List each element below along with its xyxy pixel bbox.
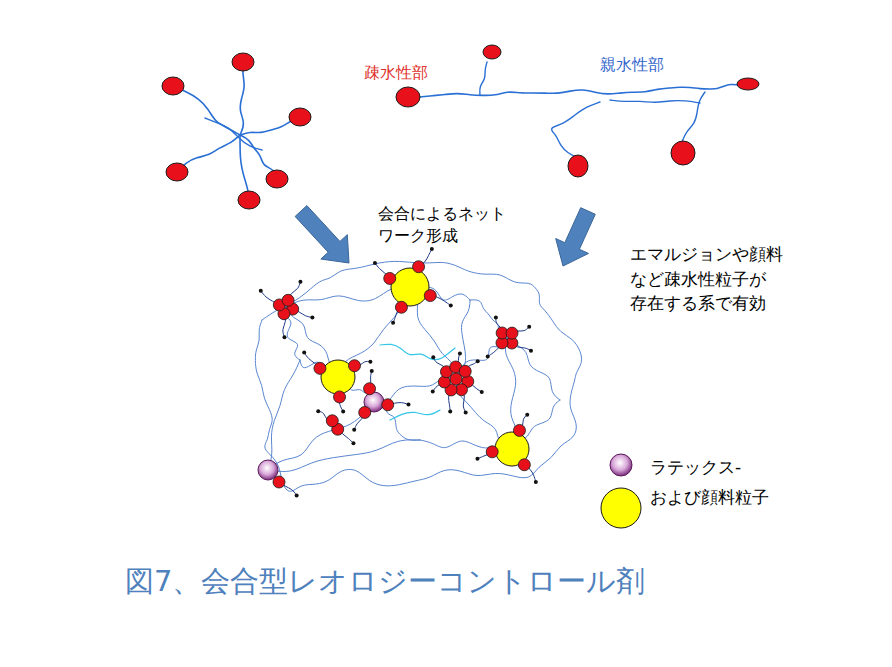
molecule-layer (162, 45, 759, 266)
network-strand (255, 261, 581, 491)
hydrophobic-end (314, 362, 326, 374)
chain-end (282, 335, 286, 339)
chain-end (352, 428, 356, 432)
hydrophobic-end (349, 360, 361, 372)
chain-end (486, 354, 490, 358)
side-chain (552, 102, 600, 158)
network-strand (390, 410, 440, 420)
legend-sample (601, 488, 641, 528)
hydrophobic-end (162, 77, 184, 95)
chain-end (494, 316, 498, 320)
latex-particle (258, 460, 278, 480)
process-arrow (556, 208, 596, 266)
process-arrow (295, 206, 349, 263)
hydrophobic-end (506, 327, 518, 339)
network-strand (268, 360, 300, 470)
hydrophobic-end (232, 53, 254, 71)
chain-end (525, 413, 529, 417)
polymer-backbone (610, 100, 700, 103)
chain-end (406, 403, 410, 407)
chain-end (391, 321, 395, 325)
side-chain (682, 92, 705, 142)
hydrophobic-end (384, 272, 396, 284)
chain-end (259, 289, 263, 293)
chain-end (341, 409, 345, 413)
hydrophobic-end (483, 45, 501, 59)
pigment-particle (391, 268, 429, 306)
chain-end (527, 325, 531, 329)
star-arm (240, 62, 244, 135)
hydrophobic-end (737, 78, 759, 90)
chain-end (373, 261, 377, 265)
chain-end (298, 280, 302, 284)
chain-end (529, 349, 533, 353)
chain-end (464, 411, 468, 415)
hydrophobic-end (266, 170, 288, 188)
part-label: 親水性部 (600, 54, 664, 76)
polymer-backbone (420, 84, 738, 97)
hydrophobic-end (395, 301, 407, 313)
chain-end (431, 390, 435, 394)
legend-samples (601, 454, 641, 528)
hydrophobic-end (396, 87, 420, 107)
chain-end (449, 303, 453, 307)
star-arm (173, 86, 240, 135)
hydrophobic-end (273, 476, 285, 488)
usage-note: エマルジョンや顔料 など疎水性粒子が 存在する系で有効 (630, 242, 783, 316)
hydrophobic-end (334, 391, 346, 403)
hydrophobic-end (282, 294, 294, 306)
chain-end (480, 390, 484, 394)
legend-text: ラテックス- および顔料粒子 (650, 452, 769, 512)
hydrophobic-end (513, 424, 525, 436)
chain-end (295, 493, 299, 497)
chain-end (368, 360, 372, 364)
chain-end (458, 352, 462, 356)
chain-end (302, 350, 306, 354)
hydrophobic-end (424, 290, 436, 302)
hydrophobic-end (568, 155, 588, 177)
chain-end (475, 457, 479, 461)
part-label: 疎水性部 (364, 62, 428, 84)
network-strand (380, 344, 455, 359)
hydrophobic-end (518, 459, 530, 471)
process-note: 会合によるネット ワーク形成 (378, 203, 506, 248)
hydrophobic-end (450, 373, 462, 385)
hydrophobic-end (238, 191, 260, 209)
hydrophobic-end (486, 446, 498, 458)
hydrophobic-end (289, 108, 311, 126)
star-arm (205, 118, 262, 150)
chain-end (431, 355, 435, 359)
chain-end (534, 480, 538, 484)
chain-end (351, 441, 355, 445)
hydrophobic-end (671, 141, 695, 165)
chain-end (430, 247, 434, 251)
hydrophobic-end (364, 383, 376, 395)
chain-end (476, 359, 480, 363)
hydrophobic-end (382, 399, 394, 411)
side-chain (480, 62, 487, 95)
hydrophobic-end (359, 406, 371, 418)
chain-end (310, 316, 314, 320)
hydrophobic-end (166, 163, 188, 181)
network-strand (268, 440, 420, 472)
chain-end (448, 409, 452, 413)
legend-sample (610, 454, 632, 476)
star-arm (177, 135, 240, 172)
chain-end (370, 369, 374, 373)
network-layer (255, 247, 581, 497)
hydrophobic-end (413, 261, 425, 273)
chain-end (316, 409, 320, 413)
network-strand (338, 288, 410, 377)
figure-caption: 図7、会合型レオロジーコントロール剤 (125, 562, 645, 602)
hydrophobic-end (326, 415, 338, 427)
